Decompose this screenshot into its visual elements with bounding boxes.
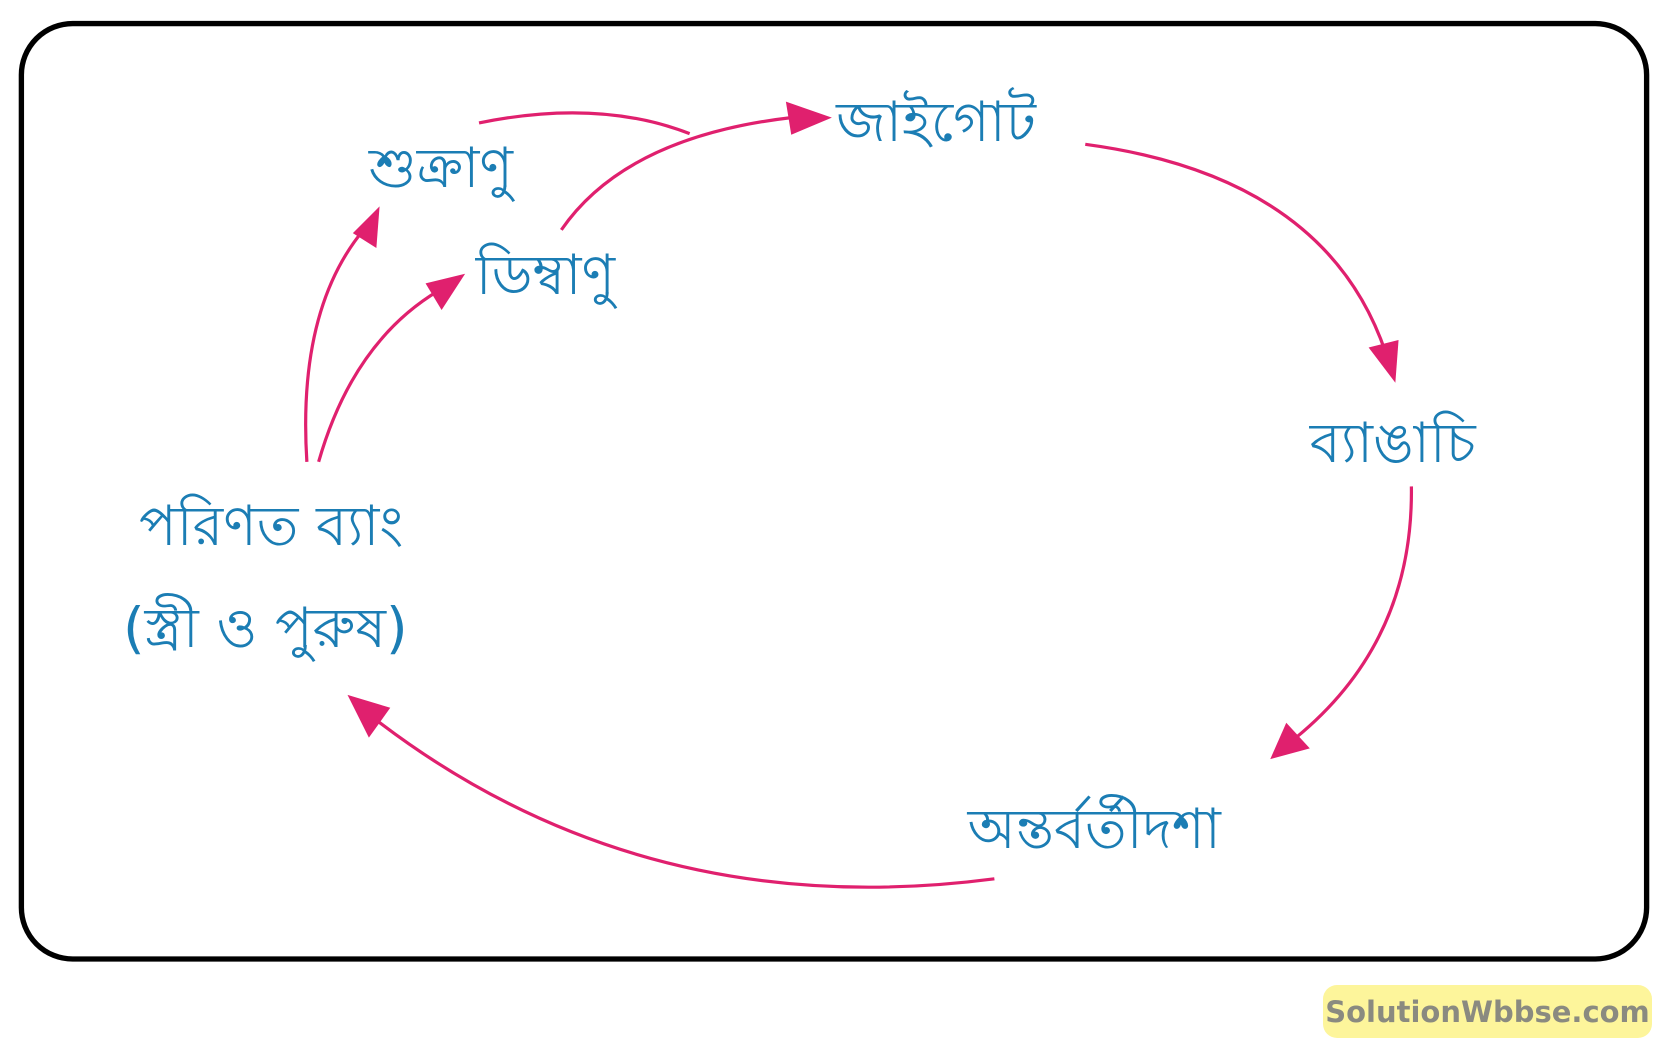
arrow-egg-to-zygote [560,116,792,231]
arrowhead-sperm [352,206,380,249]
arrow-sperm-to-zygote [478,111,691,136]
label-sperm: শুক্রাণু [368,136,516,202]
arrow-adult-to-egg [317,289,440,463]
arrow-tadpole-to-metamorphosis [1294,486,1413,739]
label-tadpole: ব্যাঙাচি [1309,410,1477,476]
arrowhead-zygote [785,101,832,135]
label-adult-sexes: (স্ত্রী ও পুরুষ) [123,593,408,662]
arrowhead-metamorphosis [1270,722,1310,760]
arrow-adult-to-sperm [304,228,365,462]
arrowhead-tadpole [1368,339,1399,383]
watermark: SolutionWbbse.com [1323,985,1652,1038]
arrow-zygote-to-tadpole [1085,142,1388,354]
label-egg: ডিম্বাণু [475,242,618,309]
arrowhead-egg [425,273,466,311]
arrow-metamorphosis-to-adult [373,717,995,889]
diagram-frame [18,20,1650,962]
label-zygote: জাইগোট [835,87,1038,155]
label-metamorphosis: অন্তর্বর্তীদশা [967,794,1222,862]
label-adult-frog: পরিণত ব্যাং [139,493,403,559]
arrowhead-adult [347,694,391,738]
